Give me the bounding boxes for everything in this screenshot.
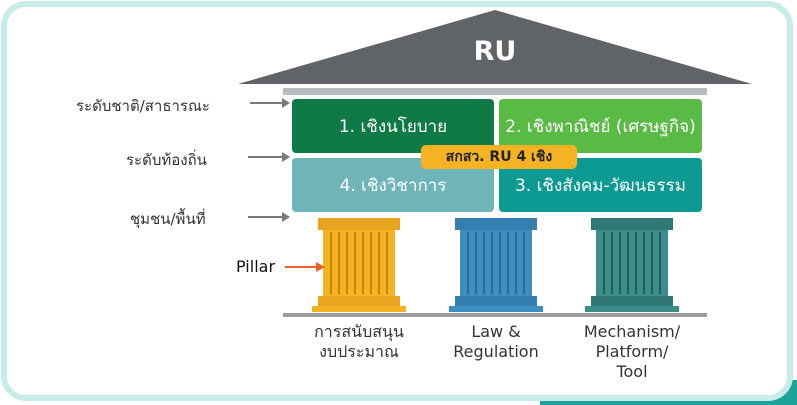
pillar-funding-line1: การสนับสนุน	[314, 322, 404, 341]
roof-bar	[283, 88, 707, 95]
pillar-mechanism-line2: Platform/	[595, 342, 669, 361]
pillar-law	[449, 218, 543, 312]
pillar-law-line1: Law &	[471, 322, 521, 341]
pillar-label: Pillar	[236, 257, 276, 276]
pillar-law-label: Law & Regulation	[436, 322, 556, 362]
level-label-local: ระดับท้องถิ่น	[126, 151, 207, 169]
pillar-law-line2: Regulation	[453, 342, 539, 361]
roof	[238, 10, 752, 84]
level-label-national: ระดับชาติ/สาธารณะ	[76, 97, 210, 115]
level-label-community: ชุมชน/พื้นที่	[130, 210, 206, 228]
roof-title: RU	[473, 36, 517, 67]
level-arrows	[248, 98, 290, 222]
pillar-funding	[312, 218, 406, 312]
pillar-mechanism-label: Mechanism/ Platform/ Tool	[566, 322, 698, 382]
box-policy: 1. เชิงนโยบาย	[292, 99, 494, 153]
pillar-arrow	[285, 262, 325, 272]
pillar-funding-label: การสนับสนุน งบประมาณ	[300, 322, 418, 362]
pillar-mechanism-line3: Tool	[616, 362, 648, 381]
pillar-funding-line2: งบประมาณ	[319, 342, 399, 361]
pillar-mechanism	[585, 218, 679, 312]
pillar-mechanism-line1: Mechanism/	[583, 322, 681, 341]
box-commercial: 2. เชิงพาณิชย์ (เศรษฐกิจ)	[499, 99, 702, 153]
ground-line	[283, 313, 707, 317]
center-badge: สกสว. RU 4 เชิง	[421, 145, 577, 169]
